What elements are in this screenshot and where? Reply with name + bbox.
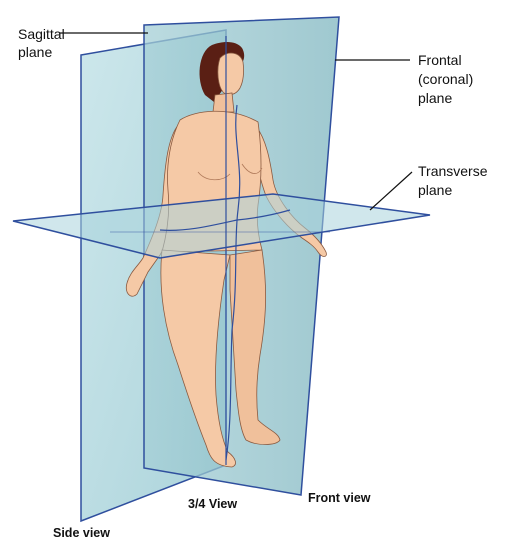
frontal-label-line1: Frontal xyxy=(418,52,462,68)
sagittal-label-line1: Sagittal xyxy=(18,26,65,42)
side-view-label: Side view xyxy=(53,526,110,540)
frontal-label-line2: (coronal) xyxy=(418,71,473,87)
three-quarter-view-label: 3/4 View xyxy=(188,497,237,511)
transverse-leader-line xyxy=(369,171,413,211)
right-leg xyxy=(229,249,281,445)
waist-line xyxy=(159,209,291,231)
neck xyxy=(212,92,235,113)
frontal-label-line3: plane xyxy=(418,90,452,106)
left-leg xyxy=(160,249,236,468)
front-view-label: Front view xyxy=(308,491,371,505)
sagittal-body-line xyxy=(225,104,241,461)
transverse-plane xyxy=(12,193,431,259)
head xyxy=(217,52,244,96)
sagittal-label-line2: plane xyxy=(18,44,52,60)
transverse-label-line2: plane xyxy=(418,182,452,198)
transverse-label-line1: Transverse xyxy=(418,163,488,179)
